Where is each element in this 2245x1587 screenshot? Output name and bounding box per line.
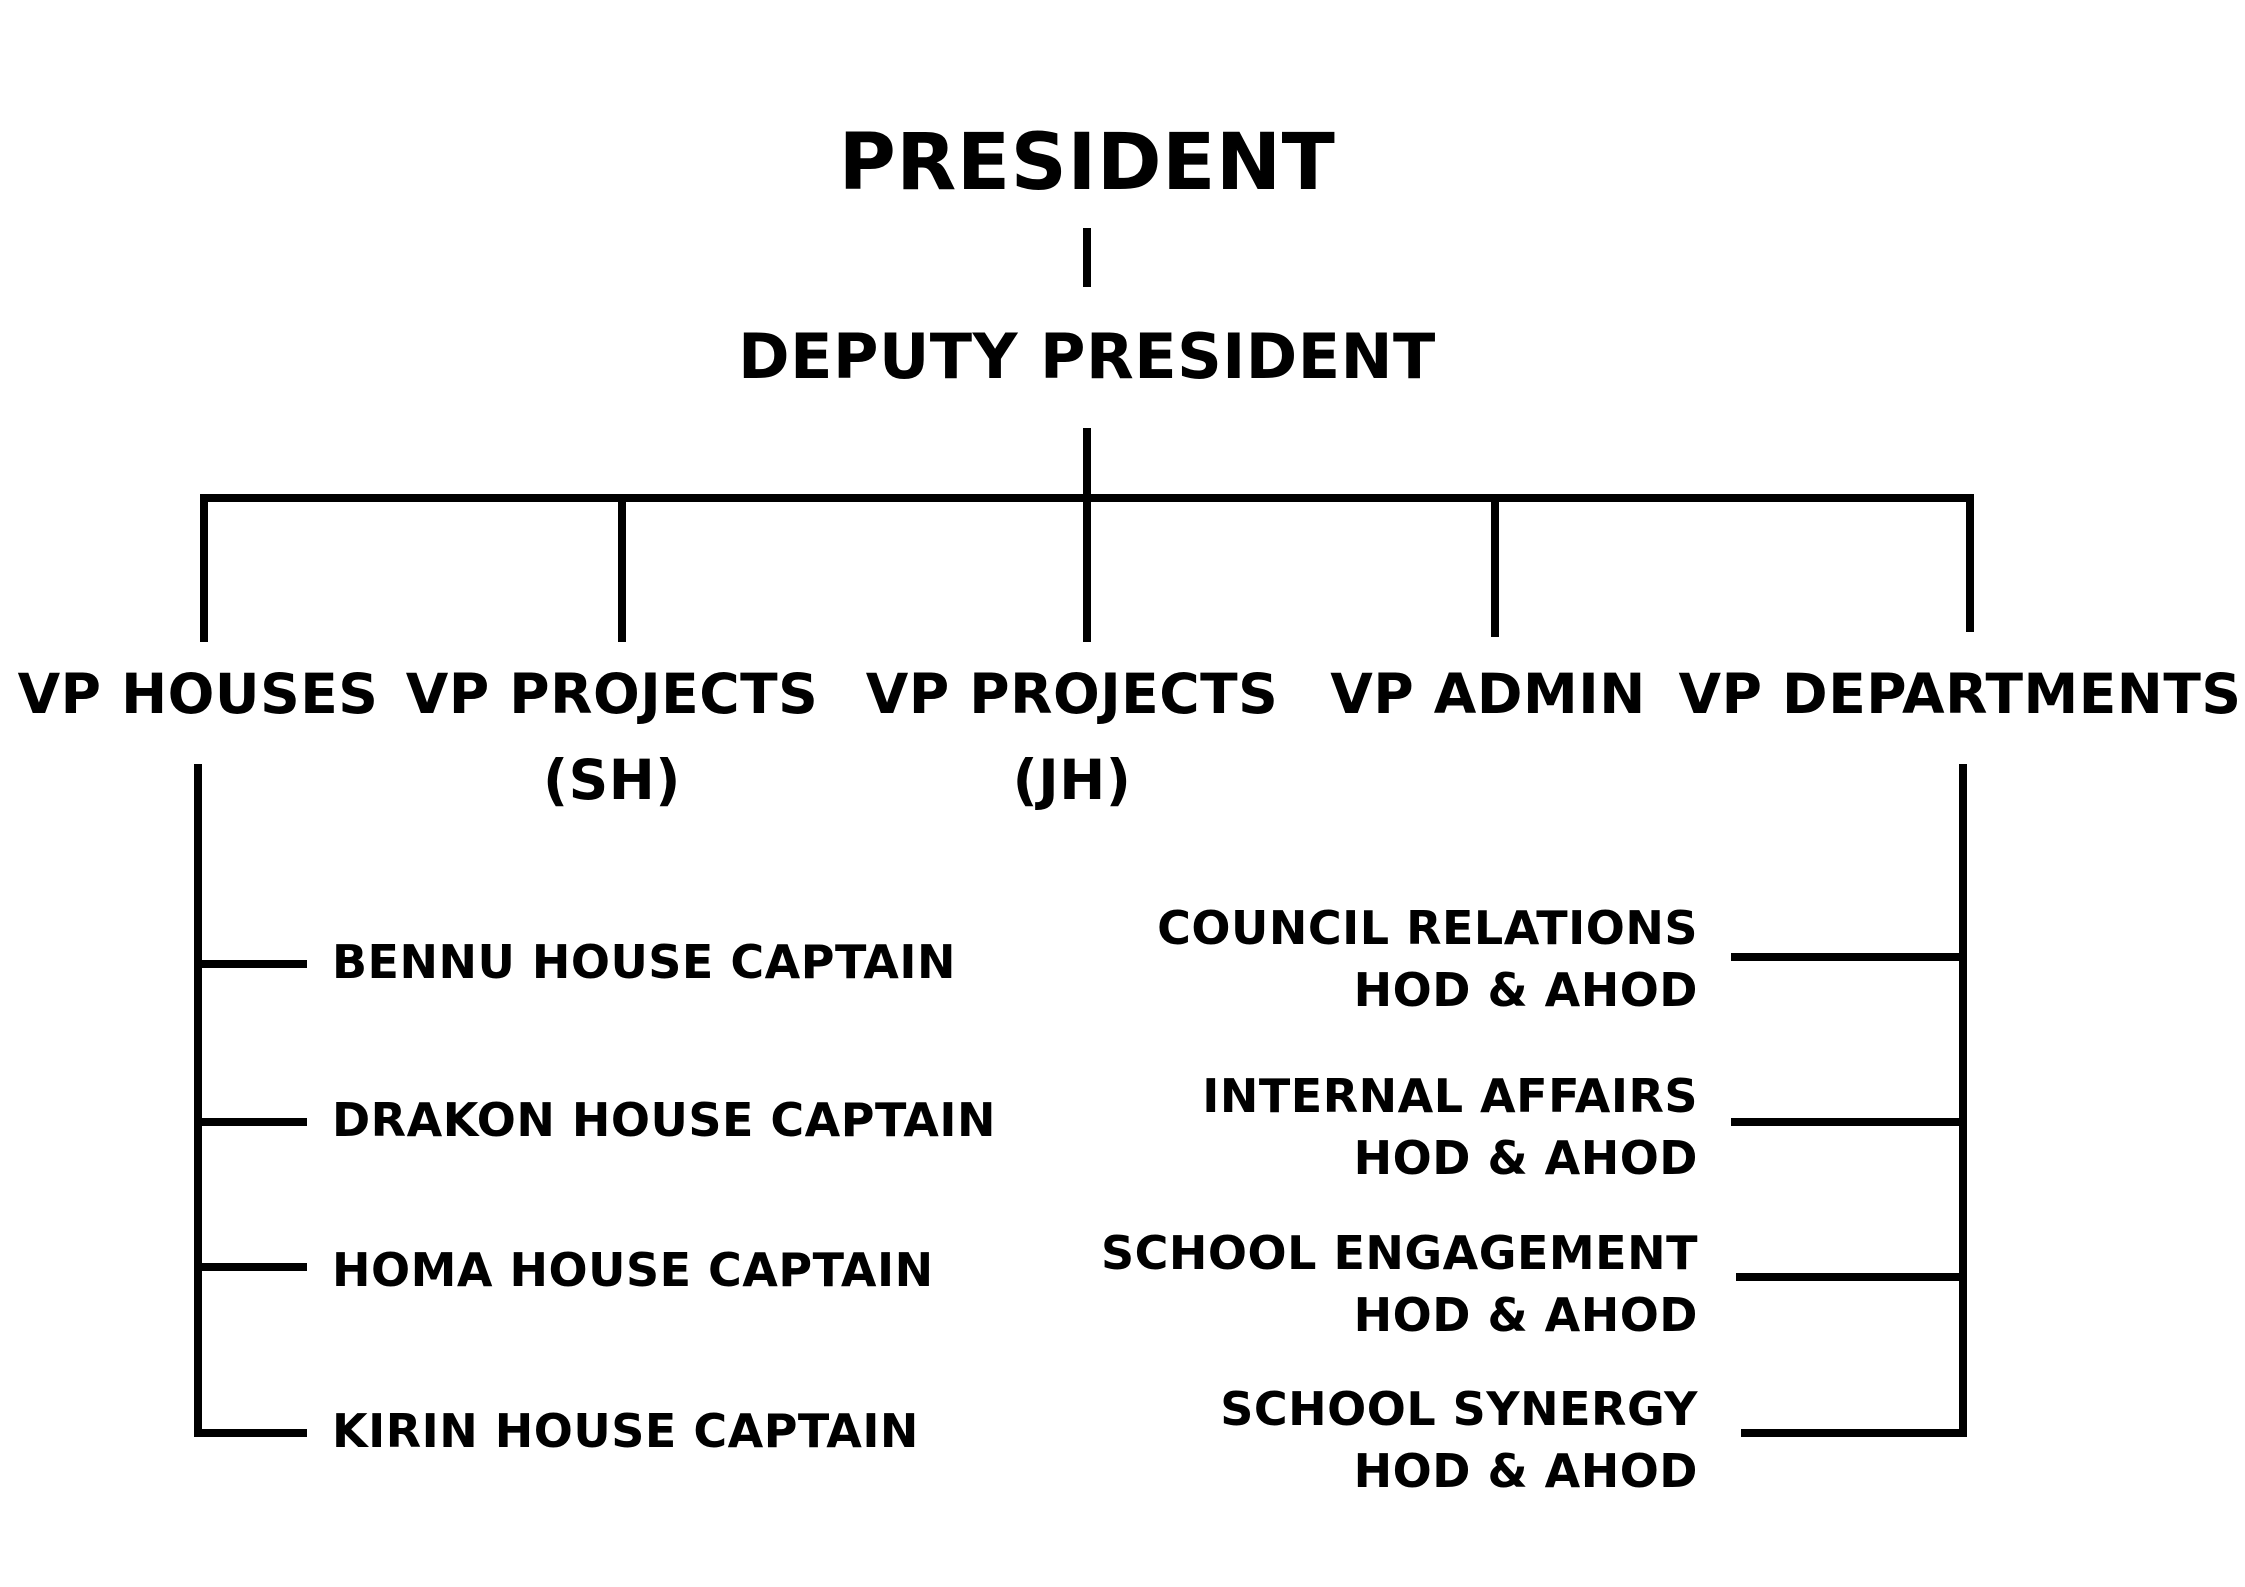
dept-internal-affairs-line1: INTERNAL AFFAIRS — [1202, 1069, 1698, 1123]
house-captain-kirin: KIRIN HOUSE CAPTAIN — [332, 1404, 919, 1458]
dept-school-engagement-line2: HOD & AHOD — [1353, 1288, 1698, 1342]
dept-school-synergy-line1: SCHOOL SYNERGY — [1220, 1382, 1698, 1436]
president-node: PRESIDENT — [838, 118, 1336, 208]
vp-houses-node: VP HOUSES — [18, 651, 379, 737]
house-captain-homa: HOMA HOUSE CAPTAIN — [332, 1243, 934, 1297]
vp-projects-jh-line2: (JH) — [1012, 748, 1132, 812]
dept-school-engagement: SCHOOL ENGAGEMENT HOD & AHOD — [1101, 1222, 1698, 1346]
dept-council-relations-line2: HOD & AHOD — [1353, 963, 1698, 1017]
vp-projects-sh-line2: (SH) — [543, 748, 681, 812]
vp-houses-line1: VP HOUSES — [17, 662, 379, 726]
house-captain-drakon: DRAKON HOUSE CAPTAIN — [332, 1093, 997, 1147]
vp-projects-sh-line1: VP PROJECTS — [405, 662, 819, 726]
vp-departments-line1: VP DEPARTMENTS — [1678, 662, 2242, 726]
vp-admin-line1: VP ADMIN — [1330, 662, 1646, 726]
vp-projects-jh-line1: VP PROJECTS — [865, 662, 1279, 726]
deputy-president-node: DEPUTY PRESIDENT — [738, 320, 1436, 393]
vp-projects-sh-node: VP PROJECTS (SH) — [406, 651, 818, 823]
dept-council-relations: COUNCIL RELATIONS HOD & AHOD — [1157, 897, 1698, 1021]
dept-school-engagement-line1: SCHOOL ENGAGEMENT — [1101, 1226, 1698, 1280]
dept-internal-affairs-line2: HOD & AHOD — [1353, 1131, 1698, 1185]
dept-school-synergy-line2: HOD & AHOD — [1353, 1444, 1698, 1498]
vp-admin-node: VP ADMIN — [1330, 651, 1645, 737]
dept-school-synergy: SCHOOL SYNERGY HOD & AHOD — [1220, 1378, 1698, 1502]
vp-projects-jh-node: VP PROJECTS (JH) — [866, 651, 1278, 823]
vp-departments-node: VP DEPARTMENTS — [1679, 651, 2242, 737]
house-captain-bennu: BENNU HOUSE CAPTAIN — [332, 935, 956, 989]
dept-council-relations-line1: COUNCIL RELATIONS — [1157, 901, 1698, 955]
dept-internal-affairs: INTERNAL AFFAIRS HOD & AHOD — [1202, 1065, 1698, 1189]
